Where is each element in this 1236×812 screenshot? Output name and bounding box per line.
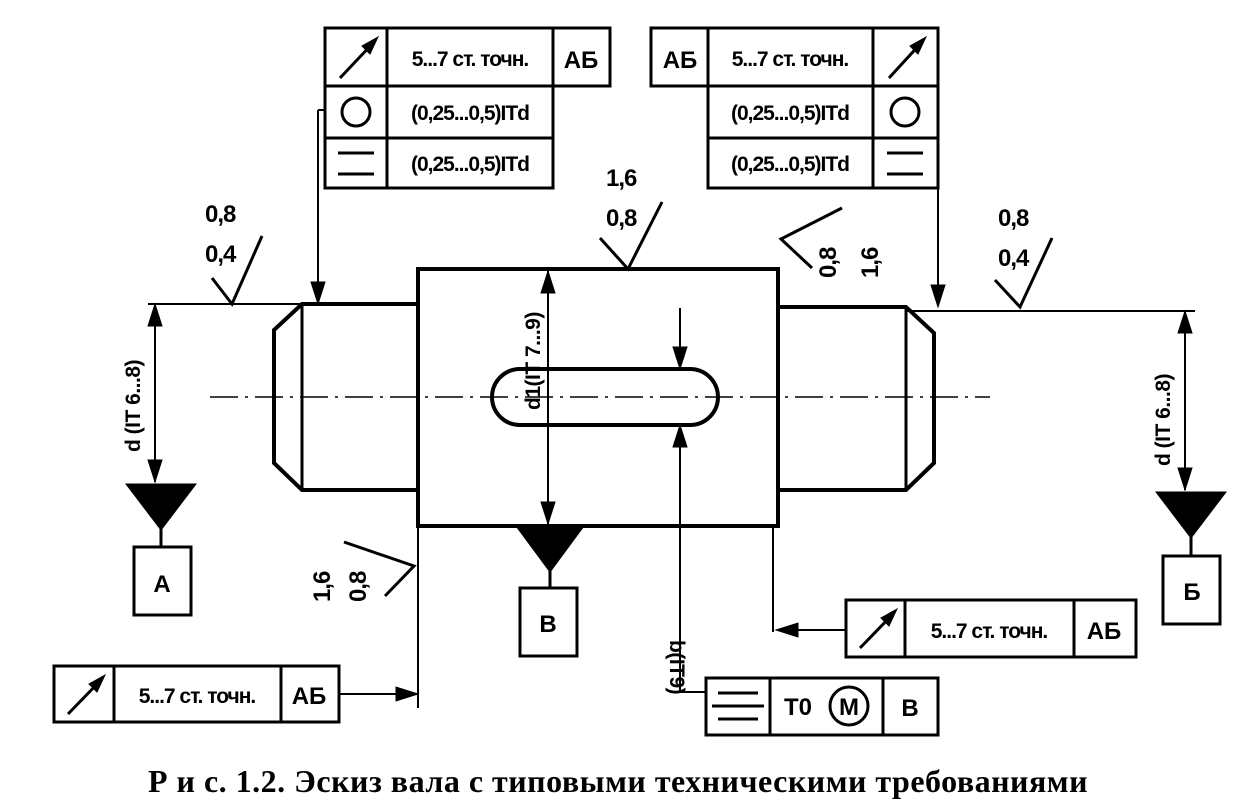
d1-arrow-bottom: [540, 501, 556, 526]
fcf-left-row1-value: 5...7 ст. точн.: [412, 48, 529, 71]
dim-b: b(IT9): [665, 640, 688, 694]
datum-v-triangle: [515, 525, 585, 573]
fcf-bottom-right-frame: [844, 598, 1138, 659]
roughness-center: 1,6 0,8: [598, 165, 664, 272]
d-left-arrow-top: [147, 302, 163, 327]
roughness-check-icon: [598, 201, 664, 272]
roundness-icon: [889, 96, 921, 128]
right-journal-outline: [778, 305, 936, 492]
keyway-slot: [490, 367, 720, 427]
roughness-right-journal-lower: 0,4: [998, 245, 1030, 272]
fcf-left-row1-datum: АБ: [564, 47, 599, 74]
fcf-left-row3-value: (0,25...0,5)ITd: [411, 153, 529, 176]
fcf-bottom-left-leader-arrow: [395, 686, 420, 702]
d-right-arrow-top: [1177, 309, 1193, 334]
cylindricity-icon: [338, 151, 374, 176]
runout-arrow-icon: [858, 607, 899, 650]
fcf-right-row3-value: (0,25...0,5)ITd: [731, 153, 849, 176]
d1-arrow-top: [540, 269, 556, 294]
datum-b-triangle: [1154, 491, 1228, 539]
fcf-bottom-left-datum: АБ: [292, 683, 327, 710]
fcf-bottom-right-leader-arrow: [774, 622, 799, 638]
cylindricity-icon: [887, 151, 923, 176]
fcf-left-row2: [323, 84, 555, 140]
fcf-right-row3: [706, 136, 940, 190]
roughness-left-journal-upper: 0,8: [205, 201, 236, 228]
roughness-right-journal-upper: 0,8: [998, 205, 1029, 232]
runout-arrow-icon: [887, 35, 928, 80]
roughness-left-shoulder-left: 1,6: [309, 571, 336, 602]
fcf-left-leader-arrow: [310, 281, 326, 306]
fcf-left: 5...7 ст. точн. АБ (0,25...0,5)ITd (0,25…: [310, 26, 612, 306]
fcf-right-row1-value: 5...7 ст. точн.: [732, 48, 849, 71]
fcf-keyway: Т0 M В: [704, 676, 940, 737]
d-left-arrow-bottom: [147, 459, 163, 484]
fcf-left-row3: [323, 136, 555, 190]
dim-d1: d1(IT 7...9): [522, 312, 545, 410]
shaft-outline: [210, 267, 990, 528]
datum-a-label: А: [153, 571, 170, 598]
roughness-left-shoulder: 1,6 0,8: [309, 540, 417, 602]
fcf-left-row2-value: (0,25...0,5)ITd: [411, 102, 529, 125]
fcf-right-leader-arrow: [930, 284, 946, 309]
dim-d-right: d (IT 6...8): [1152, 374, 1175, 466]
roughness-check-icon: [778, 206, 843, 270]
roughness-left-journal: 0,8 0,4: [205, 201, 264, 307]
figure-caption: Р и с. 1.2. Эскиз вала с типовыми технич…: [148, 763, 1088, 799]
roughness-check-icon: [993, 237, 1054, 310]
roughness-center-upper: 1,6: [606, 165, 637, 192]
b-arrow-bottom: [672, 423, 688, 448]
symmetry-icon: [712, 691, 764, 721]
roughness-center-shoulder-right: 1,6: [857, 247, 884, 278]
roughness-left-shoulder-right: 0,8: [345, 571, 372, 602]
datum-v-box: [518, 586, 579, 658]
d-right-arrow-bottom: [1177, 467, 1193, 492]
fcf-right-row2-value: (0,25...0,5)ITd: [731, 102, 849, 125]
fcf-bottom-left-frame: [52, 664, 341, 724]
datum-b-label: Б: [1183, 579, 1200, 606]
roughness-center-lower: 0,8: [606, 205, 637, 232]
b-arrow-top: [672, 346, 688, 371]
roughness-center-shoulder-left: 0,8: [815, 247, 842, 278]
datum-a-box: [132, 545, 193, 617]
roughness-right-journal: 0,8 0,4: [993, 205, 1054, 310]
fcf-bottom-left: 5...7 ст. точн. АБ: [52, 664, 420, 724]
fcf-keyway-modifier: M: [839, 694, 859, 721]
datum-b-box: [1161, 554, 1222, 626]
fcf-keyway-modifier-circle: [828, 685, 870, 727]
fcf-bottom-right-datum: АБ: [1087, 618, 1122, 645]
fcf-bottom-left-value: 5...7 ст. точн.: [139, 685, 256, 708]
fcf-left-row1: [323, 26, 612, 88]
roughness-center-shoulder: 0,8 1,6: [778, 206, 884, 278]
fcf-right: АБ 5...7 ст. точн. (0,25...0,5)ITd (0,25…: [649, 26, 946, 309]
fcf-keyway-tolerance: Т0: [784, 694, 812, 721]
datum-symbols: А В Б: [124, 483, 1228, 658]
fcf-bottom-right: 5...7 ст. точн. АБ: [774, 598, 1138, 659]
roundness-icon: [340, 96, 372, 128]
dimension-lines: [147, 269, 1195, 708]
fcf-bottom-right-value: 5...7 ст. точн.: [931, 620, 1048, 643]
roughness-left-journal-lower: 0,4: [205, 241, 237, 268]
runout-arrow-icon: [338, 35, 380, 80]
datum-v-label: В: [539, 611, 556, 638]
dim-d-left: d (IT 6...8): [122, 360, 145, 452]
fcf-keyway-datum: В: [901, 695, 918, 722]
runout-arrow-icon: [66, 673, 107, 716]
roughness-check-icon: [210, 235, 264, 307]
datum-a-triangle: [124, 483, 198, 531]
roughness-check-icon: [343, 540, 417, 598]
fcf-right-row1-datum: АБ: [663, 47, 698, 74]
